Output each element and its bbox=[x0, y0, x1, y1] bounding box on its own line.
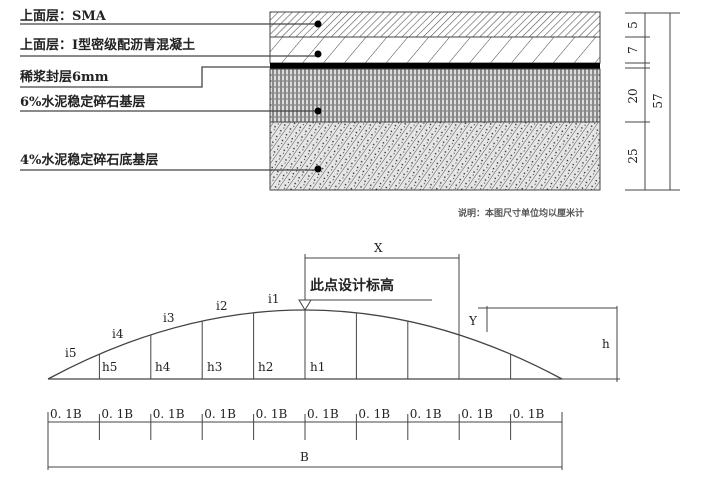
leader-dot bbox=[314, 165, 322, 173]
thickness-20: 20 bbox=[626, 88, 640, 103]
dim-Y: Y bbox=[468, 314, 478, 328]
layer-sma bbox=[269, 11, 601, 38]
segment-label: 0. 1B bbox=[153, 407, 185, 421]
dim-h: h bbox=[602, 337, 610, 351]
dim-X: X bbox=[374, 241, 383, 255]
height-h4: h4 bbox=[155, 360, 171, 374]
layer-asphalt-concrete bbox=[269, 36, 601, 64]
thickness-dimensions: 5 7 20 25 57 bbox=[625, 12, 680, 191]
slope-i3: i3 bbox=[163, 311, 174, 325]
segment-label: 0. 1B bbox=[461, 407, 493, 421]
layer-labels: 上面层：SMA 上面层：I型密级配沥青混凝土 稀浆封层6mm 6%水泥稳定碎石基… bbox=[20, 9, 322, 173]
segment-label: 0. 1B bbox=[410, 407, 442, 421]
slope-i1: i1 bbox=[268, 292, 279, 306]
thickness-5: 5 bbox=[626, 21, 640, 29]
thickness-total: 57 bbox=[651, 93, 665, 108]
slope-i2: i2 bbox=[216, 299, 227, 313]
width-dimensions: 0. 1B 0. 1B 0. 1B 0. 1B 0. 1B 0. 1B 0. 1B 0. 1B… bbox=[47, 407, 563, 470]
segment-label: 0. 1B bbox=[256, 407, 288, 421]
leader-dot bbox=[314, 50, 322, 58]
dim-B: B bbox=[300, 450, 309, 464]
segment-label: 0. 1B bbox=[358, 407, 390, 421]
leader-dot bbox=[314, 20, 322, 28]
leader-dot bbox=[314, 107, 322, 115]
height-h5: h5 bbox=[102, 360, 117, 374]
layer-cement-base bbox=[269, 68, 601, 123]
thickness-7: 7 bbox=[626, 46, 640, 54]
height-h2: h2 bbox=[258, 360, 273, 374]
layer-label-2: 上面层：I型密级配沥青混凝土 bbox=[20, 37, 195, 53]
layer-label-5: 4%水泥稳定碎石底基层 bbox=[20, 152, 158, 168]
segment-label: 0. 1B bbox=[101, 407, 133, 421]
segment-label: 0. 1B bbox=[307, 407, 339, 421]
slope-i5: i5 bbox=[65, 346, 76, 360]
height-h3: h3 bbox=[207, 360, 222, 374]
layer-label-1: 上面层：SMA bbox=[20, 9, 107, 24]
slope-i4: i4 bbox=[112, 327, 124, 341]
design-point-label: 此点设计标高 bbox=[310, 277, 394, 294]
thickness-25: 25 bbox=[626, 148, 640, 163]
layer-label-4: 6%水泥稳定碎石基层 bbox=[20, 94, 145, 110]
segment-label: 0. 1B bbox=[50, 407, 82, 421]
segment-label: 0. 1B bbox=[513, 407, 545, 421]
layer-stack bbox=[269, 11, 601, 191]
height-h1: h1 bbox=[310, 360, 325, 374]
segment-label: 0. 1B bbox=[204, 407, 236, 421]
layer-cement-subbase bbox=[269, 121, 601, 191]
unit-note: 说明：本图尺寸单位均以厘米计 bbox=[458, 207, 584, 219]
elevation-marker-icon bbox=[298, 299, 312, 311]
layer-slurry-seal bbox=[270, 63, 600, 69]
layer-label-3: 稀浆封层6mm bbox=[20, 69, 109, 85]
crown-profile: 此点设计标高 X Y h i5 i4 i3 i2 i1 h5 h4 h3 h2 … bbox=[47, 241, 620, 382]
